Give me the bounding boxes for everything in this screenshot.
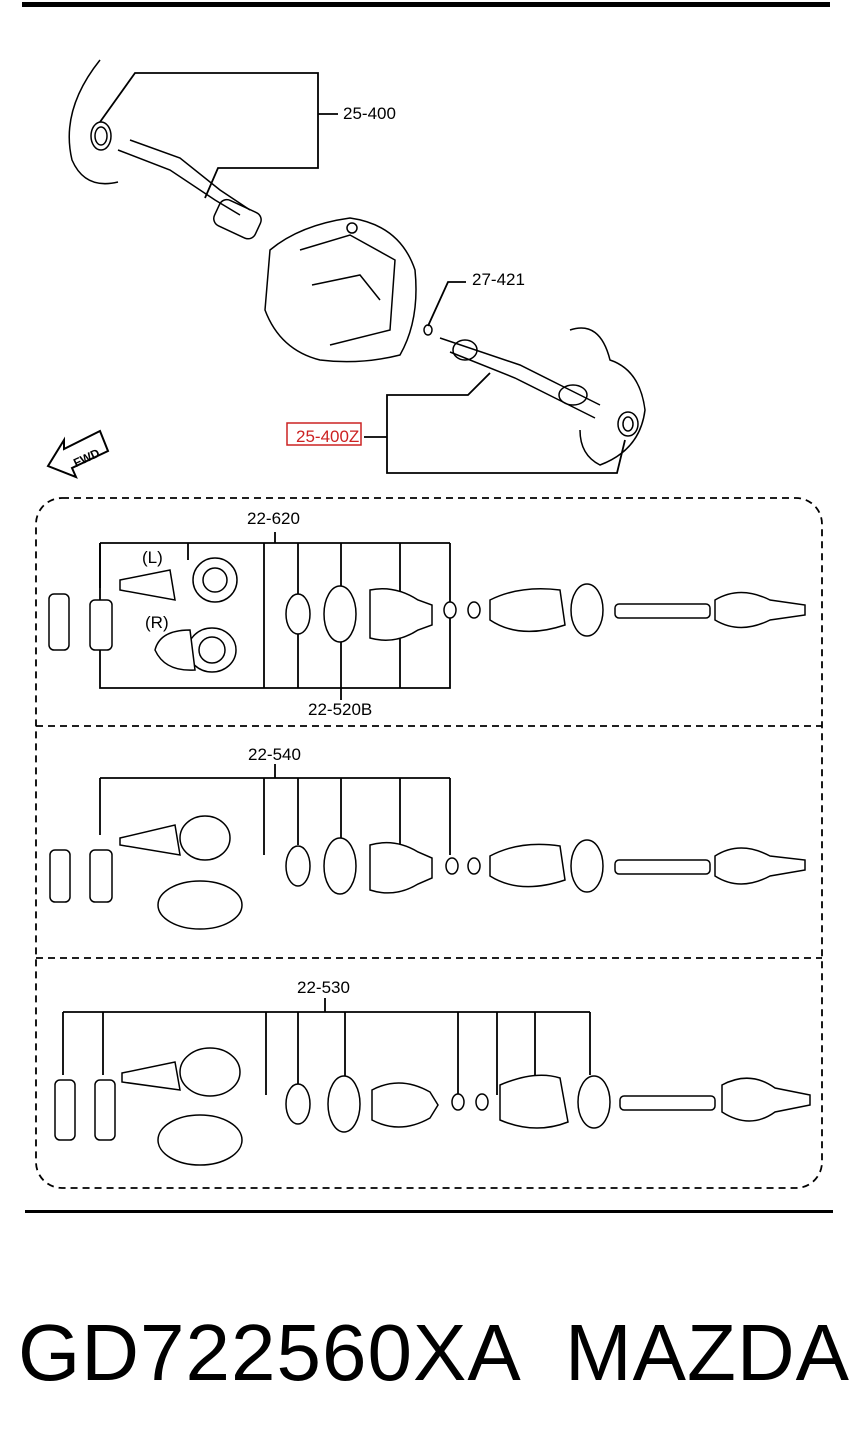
label-side-l: (L) xyxy=(142,548,163,567)
label-25-400: 25-400 xyxy=(343,104,396,123)
label-27-421: 27-421 xyxy=(472,270,525,289)
kit-2-group: 22-540 xyxy=(49,745,806,930)
kit-box xyxy=(35,497,823,1189)
top-leader-lines xyxy=(99,72,626,474)
kit-1-group: 22-620 22-520B (L) (R) xyxy=(48,509,806,719)
fwd-arrow-icon: FWD xyxy=(46,429,110,479)
label-side-r: (R) xyxy=(145,613,169,632)
top-border xyxy=(22,2,830,7)
highlight-box xyxy=(286,422,362,446)
brand-name: MAZDA xyxy=(565,1308,850,1397)
bottom-border xyxy=(25,1210,833,1213)
label-22-620: 22-620 xyxy=(247,509,300,528)
part-number: GD722560XA xyxy=(18,1308,522,1397)
label-22-530: 22-530 xyxy=(297,978,350,997)
top-assembly-illustration xyxy=(68,59,646,466)
label-22-540: 22-540 xyxy=(248,745,301,764)
kit-3-group: 22-530 xyxy=(54,978,811,1166)
label-25-400z: 25-400Z xyxy=(296,427,359,446)
label-22-520b: 22-520B xyxy=(308,700,372,719)
